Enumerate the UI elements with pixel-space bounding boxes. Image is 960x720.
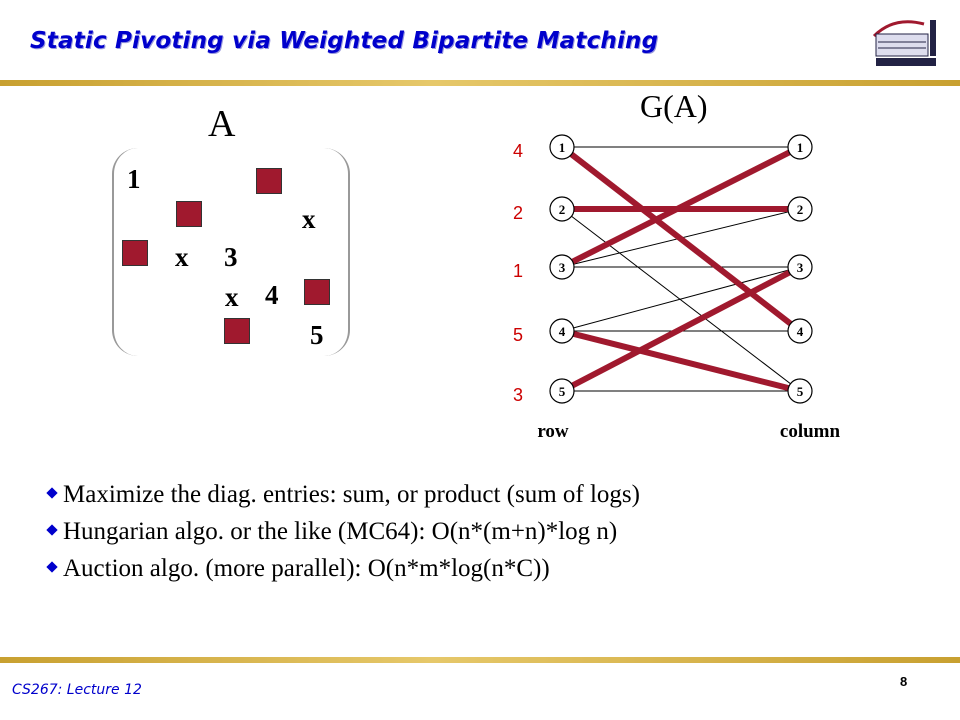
column-node-4-label: 4 bbox=[797, 324, 804, 339]
row-node-3-label: 3 bbox=[559, 260, 566, 275]
row-node-4 bbox=[549, 318, 575, 344]
column-node-1-label: 1 bbox=[797, 140, 804, 155]
column-node-3 bbox=[787, 254, 813, 280]
matrix-entry-1-1: 1 bbox=[127, 164, 141, 194]
bullet-item: Hungarian algo. or the like (MC64): O(n*… bbox=[46, 513, 640, 550]
column-caption: column bbox=[780, 421, 841, 442]
matrix-nonzero-5-4 bbox=[224, 318, 250, 344]
row-node-1-label: 1 bbox=[559, 140, 566, 155]
diamond-bullet-icon bbox=[46, 561, 58, 573]
row-node-3 bbox=[549, 254, 575, 280]
row-weight-1: 4 bbox=[513, 141, 523, 161]
berkeley-lab-logo bbox=[864, 6, 944, 72]
column-node-2-label: 2 bbox=[797, 202, 804, 217]
diamond-bullet-icon bbox=[46, 524, 58, 536]
matrix-entry-2-6: x bbox=[302, 204, 316, 234]
bullet-text: Maximize the diag. entries: sum, or prod… bbox=[63, 481, 640, 508]
bullet-text: Auction algo. (more parallel): O(n*m*log… bbox=[63, 555, 550, 582]
row-node-2-label: 2 bbox=[559, 202, 566, 217]
matrix-nonzero-2-2 bbox=[176, 201, 202, 227]
bullet-list: Maximize the diag. entries: sum, or prod… bbox=[46, 476, 640, 587]
row-weight-2: 2 bbox=[513, 203, 523, 223]
row-node-5-label: 5 bbox=[559, 384, 566, 399]
diamond-bullet-icon bbox=[46, 487, 58, 499]
row-weight-3: 1 bbox=[513, 261, 523, 281]
bullet-item: Maximize the diag. entries: sum, or prod… bbox=[46, 476, 640, 513]
graph-label: G(A) bbox=[640, 88, 708, 124]
bottom-divider bbox=[0, 657, 960, 663]
matrix-entry-4-4: 4 bbox=[265, 280, 279, 310]
row-node-1 bbox=[549, 134, 575, 160]
matrix-entry-4-3: x bbox=[225, 282, 239, 312]
column-node-4 bbox=[787, 318, 813, 344]
matrix-nonzero-1-5 bbox=[256, 168, 282, 194]
row-node-4-label: 4 bbox=[559, 324, 566, 339]
matrix-entry-3-2: x bbox=[175, 242, 189, 272]
matrix-entry-3-3: 3 bbox=[224, 242, 238, 272]
matrix-nonzero-4-5 bbox=[304, 279, 330, 305]
matrix-label: A bbox=[208, 103, 236, 145]
top-divider bbox=[0, 80, 960, 86]
bullet-item: Auction algo. (more parallel): O(n*m*log… bbox=[46, 550, 640, 587]
row-weight-5: 3 bbox=[513, 385, 523, 405]
graph-edge bbox=[561, 266, 801, 332]
bullet-text: Hungarian algo. or the like (MC64): O(n*… bbox=[63, 518, 618, 545]
column-node-2 bbox=[787, 196, 813, 222]
matrix-nonzero-3-1 bbox=[122, 240, 148, 266]
footer-text: CS267: Lecture 12 bbox=[12, 682, 142, 698]
matrix-entry-5-5: 5 bbox=[310, 320, 324, 350]
slide-title: Static Pivoting via Weighted Bipartite M… bbox=[30, 28, 659, 54]
column-node-5 bbox=[787, 378, 813, 404]
matching-edge bbox=[560, 264, 802, 394]
row-node-5 bbox=[549, 378, 575, 404]
column-node-5-label: 5 bbox=[797, 384, 804, 399]
row-node-2 bbox=[549, 196, 575, 222]
matching-edge bbox=[560, 144, 802, 270]
row-weight-4: 5 bbox=[513, 325, 523, 345]
page-number: 8 bbox=[900, 674, 908, 689]
column-node-3-label: 3 bbox=[797, 260, 804, 275]
column-node-1 bbox=[787, 134, 813, 160]
matrix-left-bracket bbox=[112, 148, 138, 356]
matching-edge bbox=[561, 328, 801, 394]
graph-edge bbox=[561, 208, 801, 392]
matrix-right-bracket bbox=[324, 148, 350, 356]
row-caption: row bbox=[537, 421, 569, 442]
matching-edge bbox=[560, 144, 802, 334]
